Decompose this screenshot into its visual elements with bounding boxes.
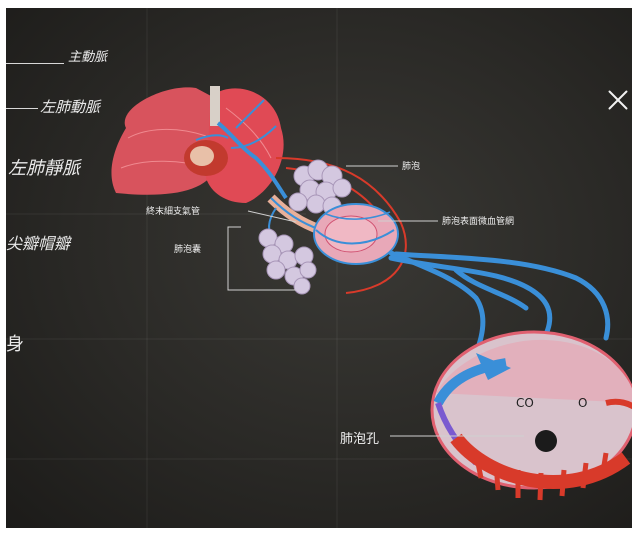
label-o2: O [578,396,587,410]
left-pulmonary-artery-leader [6,108,38,109]
label-alveolus: 肺泡 [402,159,420,172]
label-terminal-bronchiole: 終末細支氣管 [146,204,200,217]
label-left-pulmonary-vein: 左肺靜脈 [8,154,80,180]
label-alveolar-pore: 肺泡孔 [340,428,379,447]
label-partial-char: 身 [6,330,24,356]
label-alveolar-sac: 肺泡囊 [174,242,201,255]
label-aorta: 主動脈 [68,46,107,65]
alveolar-sac [259,229,316,294]
close-icon[interactable] [602,84,632,116]
magnified-alveolus [432,332,632,500]
label-co2: CO [516,396,534,410]
aorta-leader [6,63,64,64]
label-valve-partial: 尖瓣帽瓣 [6,230,70,254]
anatomy-illustration [6,8,632,528]
lung-illustration [111,86,286,203]
label-left-pulmonary-artery: 左肺動脈 [40,96,100,117]
capillary-network [314,204,398,264]
display-screen: 主動脈 左肺動脈 左肺靜脈 尖瓣帽瓣 身 肺泡 終末細支氣管 肺泡表面微血管網 … [6,8,632,528]
label-alveolar-capillary: 肺泡表面微血管網 [442,214,514,227]
